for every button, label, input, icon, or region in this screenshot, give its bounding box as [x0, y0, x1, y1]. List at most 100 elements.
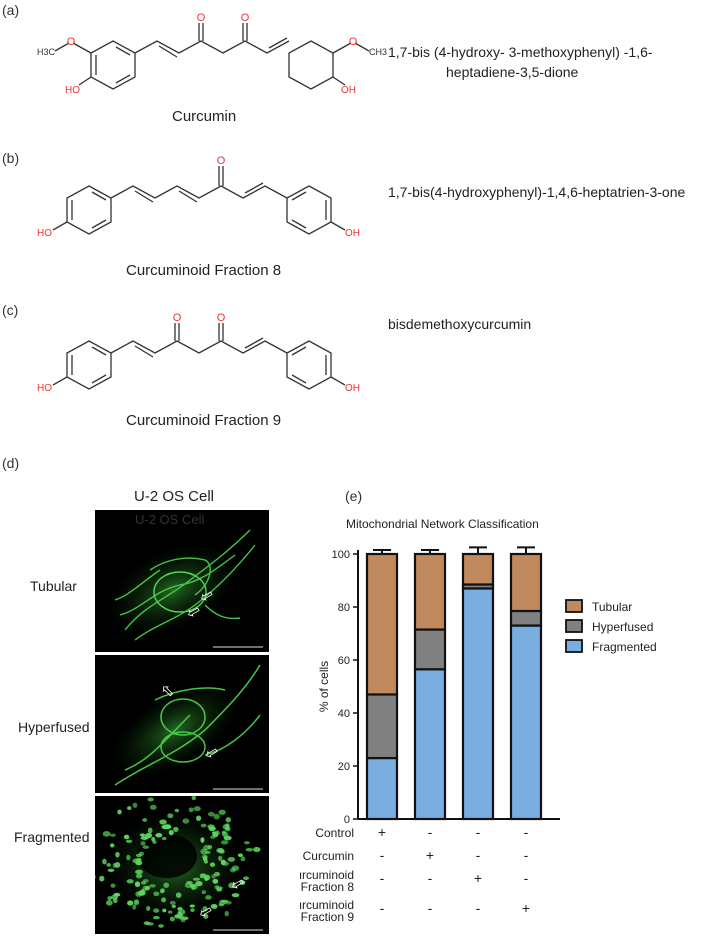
mitochondrion-fragment: [195, 880, 203, 887]
legend-label-fragmented: Fragmented: [592, 640, 657, 654]
micrograph-tubular: U-2 OS Cell ⇦ ⇦: [95, 510, 269, 652]
fraction9-oh: OH: [345, 383, 360, 394]
mitochondrion-fragment: [95, 875, 96, 879]
fraction8-oh: OH: [345, 228, 360, 239]
y-tick-label: 80: [338, 602, 350, 614]
mitochondrion-fragment: [158, 924, 164, 928]
treatment-mark: -: [476, 824, 481, 840]
bar-segment-hyperfused: [413, 628, 447, 671]
treatment-mark: -: [428, 870, 433, 886]
mitochondrion-fragment: [212, 831, 217, 835]
mitochondrion-fragment: [202, 854, 208, 860]
mitochondrion-fragment: [135, 853, 142, 858]
mitochondrion-fragment: [102, 858, 107, 865]
mitochondrion-fragment: [146, 922, 154, 926]
bar-segment-fragmented: [461, 587, 495, 821]
mitochondrion-fragment: [106, 863, 111, 867]
mitochondrion-fragment: [169, 900, 176, 905]
mitochondrion-fragment: [209, 862, 216, 867]
mitochondrion-fragment: [153, 916, 160, 920]
mitochondrion-fragment: [203, 844, 211, 850]
bar-segment-fragmented: [365, 756, 399, 821]
mitochondrion-fragment: [222, 831, 229, 838]
mitochondrion-fragment: [117, 809, 122, 815]
mitochondrion-fragment: [210, 903, 218, 909]
mitochondrion-fragment: [169, 916, 175, 922]
bar-segment-tubular: [365, 552, 399, 696]
mitochondrion-fragment: [225, 817, 232, 823]
bar-segment-tubular: [461, 552, 495, 586]
mitochondrion-fragment: [142, 845, 149, 849]
panel-label-e: (e): [345, 488, 363, 504]
tubular-cell-image: [107, 529, 263, 648]
mitochondrion-fragment: [134, 881, 141, 888]
treatment-mark: +: [378, 824, 386, 840]
mitochondrion-fragment: [149, 884, 156, 888]
treatment-mark: -: [380, 847, 385, 863]
treatment-mark: -: [524, 824, 529, 840]
mitochondrion-fragment: [163, 882, 170, 888]
treatment-mark: -: [380, 900, 385, 916]
mitochondrion-fragment: [175, 892, 182, 898]
treatment-mark: -: [428, 900, 433, 916]
mitochondrion-fragment: [207, 811, 215, 817]
mitochondrion-fragment: [208, 826, 216, 832]
curcumin-o3: O: [67, 36, 76, 48]
treatment-row-label: Curcumin: [303, 849, 354, 863]
treatment-row-label: Curcuminoid: [300, 898, 354, 912]
mitochondrion-fragment: [161, 824, 170, 830]
curcumin-structure: O O O O H3C CH3 HO OH: [37, 12, 387, 96]
mitochondrion-fragment: [132, 904, 137, 910]
micrograph-row-label: Fragmented: [14, 829, 90, 845]
mitochondrion-fragment: [191, 796, 197, 801]
bar-segment-hyperfused: [509, 609, 543, 627]
legend-swatch-fragmented: [565, 639, 583, 653]
treatment-row-label: Fraction 9: [301, 910, 355, 924]
micrograph-watermark: U-2 OS Cell: [135, 512, 205, 527]
mitochondrion-fragment: [109, 843, 115, 848]
mitochondrion-fragment: [229, 867, 236, 873]
mitochondrion-fragment: [186, 880, 193, 885]
mitochondrion-fragment: [190, 908, 195, 913]
mitochondrion-fragment: [202, 906, 208, 912]
curcumin-name: Curcumin: [172, 108, 237, 125]
mitochondrion-fragment: [213, 813, 220, 820]
curcumin-iupac-line1: 1,7-bis (4-hydroxy- 3-methoxyphenyl) -1,…: [388, 44, 653, 60]
treatment-mark: -: [524, 870, 529, 886]
mitochondrion-fragment: [228, 882, 236, 889]
mitochondrion-fragment: [102, 831, 111, 837]
y-tick-label: 60: [338, 655, 350, 667]
mitochondrion-fragment: [114, 861, 121, 868]
panel-label-d: (d): [2, 455, 20, 471]
hyperfused-cell-image: [110, 664, 263, 790]
mitochondrion-fragment: [177, 909, 186, 916]
mitochondrion-fragment: [224, 910, 229, 917]
mitochondrion-fragment: [125, 839, 133, 843]
curcumin-o2: O: [241, 12, 250, 24]
mitochondrion-fragment: [192, 877, 201, 881]
treatment-mark: +: [522, 900, 530, 916]
mitochondrion-fragment: [115, 851, 120, 858]
fragmented-cell-image: [95, 796, 263, 931]
mitochondrion-fragment: [133, 899, 140, 906]
mitochondrion-fragment: [140, 841, 146, 846]
mitochondrion-fragment: [140, 880, 147, 885]
mitochondrion-fragment: [126, 879, 134, 884]
curcumin-o4: O: [349, 36, 358, 48]
mitochondrion-fragment: [193, 806, 201, 812]
y-tick-label: 100: [332, 549, 350, 561]
y-axis-label: % of cells: [317, 661, 331, 712]
fraction8-name: Curcuminoid Fraction 8: [126, 262, 282, 279]
mitochondrion-fragment: [107, 896, 113, 901]
mitochondrion-fragment: [139, 833, 146, 837]
legend-label-hyperfused: Hyperfused: [592, 620, 653, 634]
mitochondrion-fragment: [126, 854, 131, 861]
mitochondrion-fragment: [239, 880, 246, 885]
mitochondrion-fragment: [240, 856, 246, 862]
panel-label-a: (a): [2, 2, 20, 18]
mitochondrion-fragment: [211, 874, 216, 879]
mitochondrion-fragment: [149, 804, 157, 810]
mitochondrion-fragment: [161, 897, 167, 903]
mitochondrion-fragment: [135, 869, 143, 875]
